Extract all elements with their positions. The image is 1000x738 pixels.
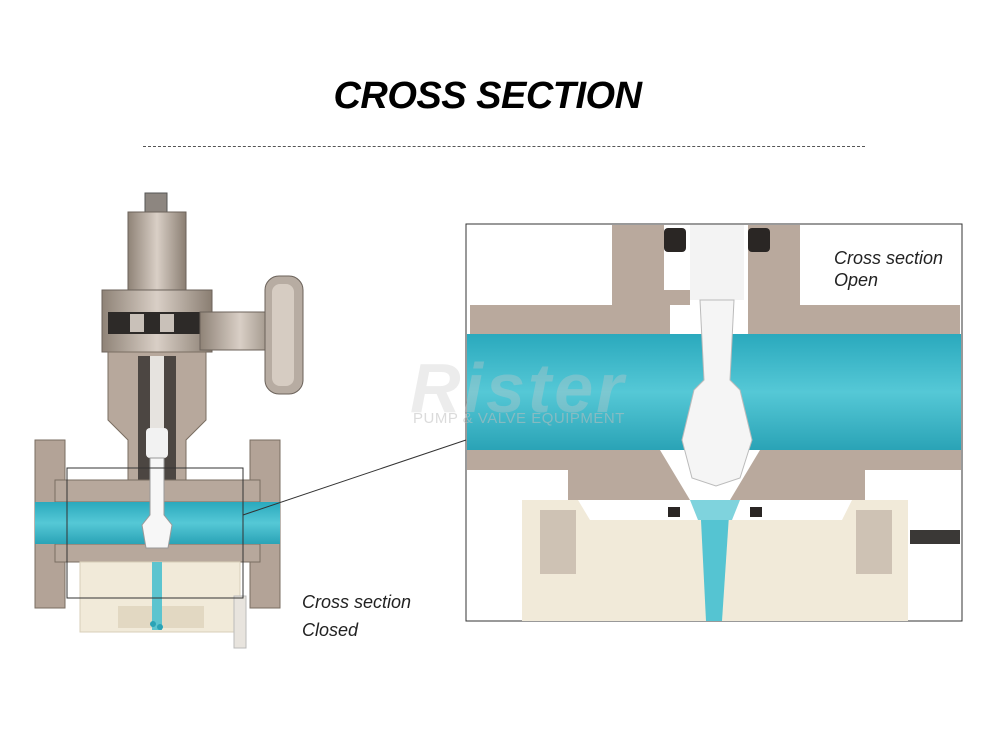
caption-closed: Cross section Closed	[302, 588, 411, 644]
caption-closed-line1: Cross section	[302, 592, 412, 612]
caption-closed-line2: Closed	[302, 620, 359, 640]
caption-open: Cross section Open	[834, 247, 943, 291]
watermark-tagline: PUMP & VALVE EQUIPMENT	[413, 410, 625, 427]
watermark-brand: Rister	[410, 349, 627, 427]
caption-open-line2: Open	[834, 270, 879, 290]
closed-valve-drawing	[34, 192, 304, 649]
title-divider	[143, 146, 865, 147]
caption-open-line1: Cross section	[834, 248, 944, 268]
page-title: CROSS SECTION	[333, 75, 642, 117]
zoom-connector-line	[242, 439, 467, 516]
open-valve-zoom-panel	[465, 223, 963, 622]
